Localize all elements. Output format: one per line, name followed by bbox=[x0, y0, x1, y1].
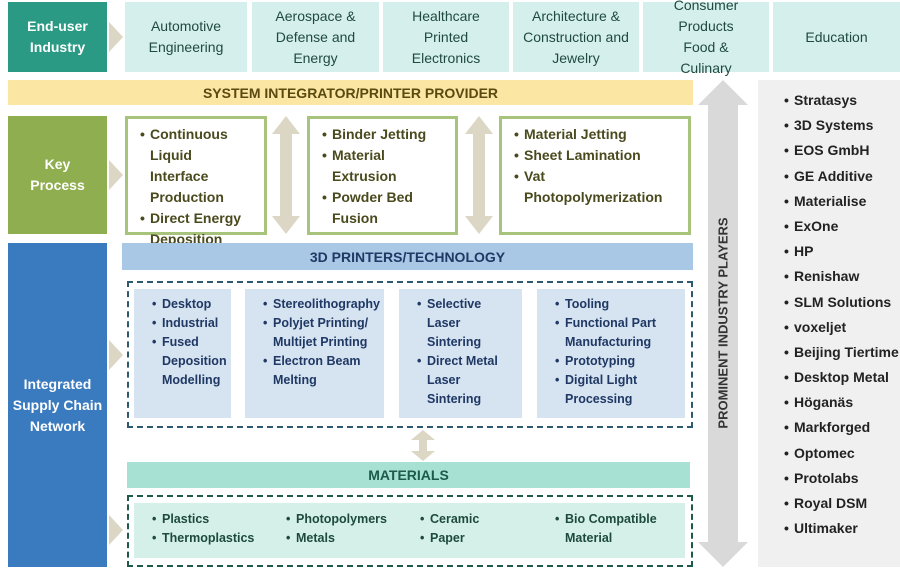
arrow-right-icon bbox=[109, 340, 123, 370]
player-item: 3D Systems bbox=[784, 116, 900, 135]
materials-dashed-group bbox=[127, 495, 693, 567]
printer-item: Industrial bbox=[152, 314, 225, 333]
players-title: PROMINENT INDUSTRY PLAYERS bbox=[715, 217, 731, 429]
process-box-2: Binder JettingMaterial ExtrusionPowder B… bbox=[307, 116, 458, 235]
material-item: Photopolymers bbox=[286, 510, 387, 529]
player-item: HP bbox=[784, 242, 900, 261]
printer-item: Selective Laser Sintering bbox=[417, 295, 516, 352]
printer-item: Direct Metal Laser Sintering bbox=[417, 352, 516, 409]
materials-col-1: PlasticsThermoplastics bbox=[150, 510, 254, 548]
printer-item: Stereolithography bbox=[263, 295, 380, 314]
industry-architecture: Architecture & Construction and Jewelry bbox=[513, 2, 639, 72]
vertical-double-arrow-icon bbox=[698, 80, 748, 567]
printers-dashed-group bbox=[127, 281, 693, 428]
materials-col-3: CeramicPaper bbox=[418, 510, 479, 548]
material-item: Ceramic bbox=[420, 510, 479, 529]
player-item: SLM Solutions bbox=[784, 293, 900, 312]
materials-col-2: PhotopolymersMetals bbox=[284, 510, 387, 548]
player-item: Royal DSM bbox=[784, 494, 900, 513]
process-item: Vat Photopolymerization bbox=[514, 166, 678, 208]
player-item: Höganäs bbox=[784, 393, 900, 412]
materials-col-4: Bio Compatible Material bbox=[553, 510, 673, 548]
printers-technology-bar: 3D PRINTERS/TECHNOLOGY bbox=[122, 243, 693, 270]
industry-aerospace: Aerospace & Defense and Energy bbox=[252, 2, 379, 72]
player-item: Markforged bbox=[784, 418, 900, 437]
process-item: Powder Bed Fusion bbox=[322, 187, 445, 229]
printer-item: Digital Light Processing bbox=[555, 371, 679, 409]
printer-item: Electron Beam Melting bbox=[263, 352, 378, 390]
material-item: Thermoplastics bbox=[152, 529, 254, 548]
player-item: Desktop Metal bbox=[784, 368, 900, 387]
material-item: Metals bbox=[286, 529, 387, 548]
printer-item: Fused Deposition Modelling bbox=[152, 333, 227, 390]
printer-item: Prototyping bbox=[555, 352, 679, 371]
player-item: Materialise bbox=[784, 192, 900, 211]
industry-automotive: Automotive Engineering bbox=[125, 2, 247, 72]
process-item: Continuous Liquid Interface Production bbox=[140, 124, 254, 208]
printer-box-1: DesktopIndustrialFused Deposition Modell… bbox=[134, 289, 231, 418]
material-item: Plastics bbox=[152, 510, 254, 529]
end-user-industry-label: End-user Industry bbox=[8, 2, 107, 72]
printer-box-3: Selective Laser SinteringDirect Metal La… bbox=[399, 289, 522, 418]
industry-consumer: Consumer Products Food & Culinary bbox=[643, 0, 769, 76]
players-panel: Stratasys 3D SystemsEOS GmbH GE AdditiveMa… bbox=[758, 80, 900, 567]
material-item: Paper bbox=[420, 529, 479, 548]
printer-box-4: ToolingFunctional Part ManufacturingProt… bbox=[537, 289, 685, 418]
printer-item: Functional Part Manufacturing bbox=[555, 314, 679, 352]
process-item: Binder Jetting bbox=[322, 124, 445, 145]
materials-bar: MATERIALS bbox=[127, 462, 690, 488]
printer-item: Desktop bbox=[152, 295, 225, 314]
process-box-1: Continuous Liquid Interface ProductionDi… bbox=[125, 116, 267, 247]
player-item: ExOne bbox=[784, 217, 900, 236]
arrow-right-icon bbox=[109, 160, 123, 190]
player-item: Stratasys bbox=[784, 91, 900, 110]
arrow-right-icon bbox=[109, 515, 123, 545]
printer-item: Tooling bbox=[555, 295, 679, 314]
system-integrator-bar: SYSTEM INTEGRATOR/PRINTER PROVIDER bbox=[8, 80, 693, 105]
process-item: Material Jetting bbox=[514, 124, 678, 145]
player-item: Renishaw bbox=[784, 267, 900, 286]
key-process-label: Key Process bbox=[8, 116, 107, 234]
material-item: Bio Compatible Material bbox=[555, 510, 673, 548]
player-item: Protolabs bbox=[784, 469, 900, 488]
printer-item: Polyjet Printing/ Multijet Printing bbox=[263, 314, 378, 352]
double-arrow-icon bbox=[272, 116, 300, 234]
player-item: Ultimaker bbox=[784, 519, 900, 538]
double-arrow-icon bbox=[465, 116, 493, 234]
player-item: Optomec bbox=[784, 444, 900, 463]
player-item: voxeljet bbox=[784, 318, 900, 337]
player-item: EOS GmbH bbox=[784, 141, 900, 160]
printer-box-2: StereolithographyPolyjet Printing/ Multi… bbox=[245, 289, 384, 418]
process-item: Material Extrusion bbox=[322, 145, 445, 187]
industry-education: Education bbox=[773, 2, 900, 72]
arrow-right-icon bbox=[109, 22, 123, 52]
process-box-3: Material JettingSheet LaminationVat Phot… bbox=[499, 116, 691, 235]
player-item: Beijing Tiertime bbox=[784, 343, 900, 362]
supply-chain-label: Integrated Supply Chain Network bbox=[8, 243, 107, 567]
process-item: Sheet Lamination bbox=[514, 145, 678, 166]
industry-healthcare: Healthcare Printed Electronics bbox=[383, 2, 509, 72]
player-item: GE Additive bbox=[784, 167, 900, 186]
double-arrow-icon bbox=[411, 430, 435, 461]
